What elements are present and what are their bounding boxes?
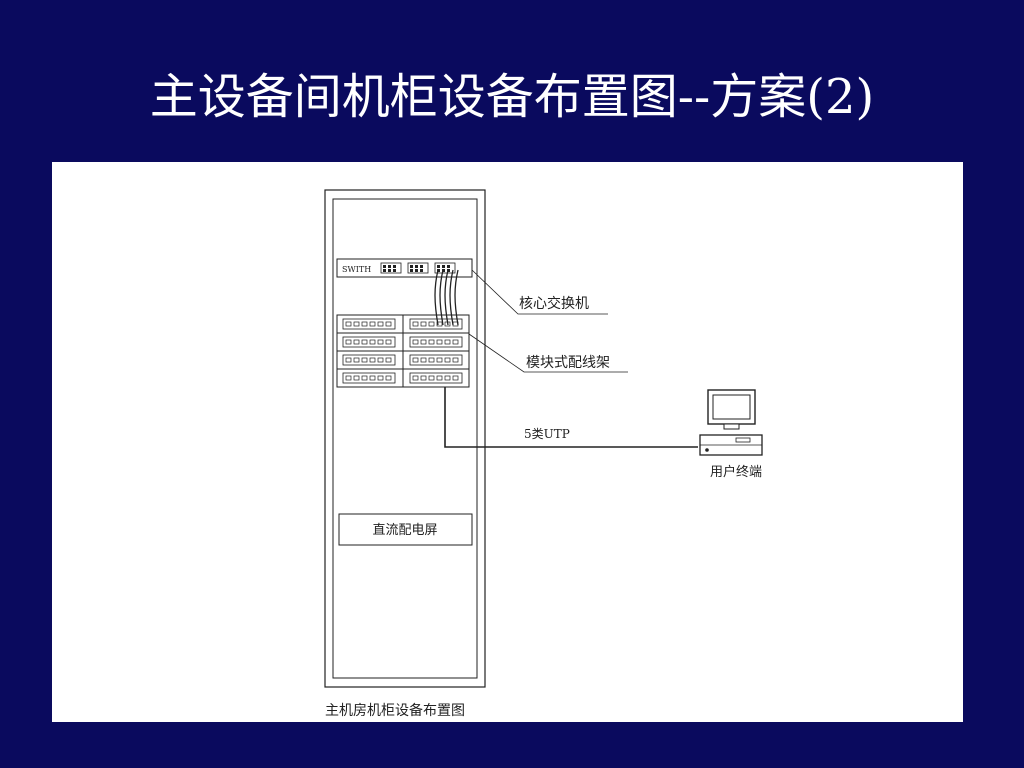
patch-port xyxy=(385,357,392,363)
patch-port xyxy=(369,321,376,327)
patch-port xyxy=(428,321,435,327)
patch-port-block xyxy=(342,372,396,384)
patch-cables xyxy=(434,269,459,326)
patch-port xyxy=(385,339,392,345)
patch-port xyxy=(345,339,352,345)
patch-port xyxy=(385,375,392,381)
patch-port xyxy=(436,357,443,363)
patch-port xyxy=(377,339,384,345)
patch-port xyxy=(420,375,427,381)
patch-port xyxy=(436,375,443,381)
patch-port xyxy=(444,339,451,345)
patch-panel-leader xyxy=(468,333,628,373)
patch-port xyxy=(444,375,451,381)
patch-port xyxy=(420,321,427,327)
diagram-caption: 主机房机柜设备布置图 xyxy=(325,702,465,719)
patch-port xyxy=(412,321,419,327)
patch-port xyxy=(361,375,368,381)
patch-port-block xyxy=(409,318,463,330)
patch-port xyxy=(420,357,427,363)
patch-port xyxy=(420,339,427,345)
switch-label: SWITH xyxy=(342,265,371,274)
patch-port xyxy=(361,321,368,327)
rack-layout-diagram: SWITH xyxy=(324,189,763,719)
patch-port xyxy=(377,375,384,381)
computer-icon xyxy=(699,389,763,456)
patch-port xyxy=(353,357,360,363)
user-terminal-label: 用户终端 xyxy=(710,464,762,480)
switch-port-group-1 xyxy=(380,262,402,274)
patch-port xyxy=(361,357,368,363)
patch-port xyxy=(345,375,352,381)
patch-port xyxy=(345,357,352,363)
slide-title: 主设备间机柜设备布置图--方案(2) xyxy=(149,69,875,125)
patch-port-block xyxy=(409,354,463,366)
patch-port xyxy=(361,339,368,345)
patch-port xyxy=(353,321,360,327)
patch-port xyxy=(412,339,419,345)
patch-port xyxy=(452,375,459,381)
patch-port xyxy=(353,339,360,345)
core-switch-label: 核心交换机 xyxy=(519,295,589,312)
patch-port xyxy=(369,375,376,381)
patch-port-block xyxy=(342,354,396,366)
patch-port xyxy=(428,339,435,345)
patch-port xyxy=(436,339,443,345)
patch-port xyxy=(369,339,376,345)
cabinet-outer-frame xyxy=(324,189,486,688)
patch-port xyxy=(385,321,392,327)
patch-panel-stack xyxy=(336,314,470,388)
patch-port xyxy=(428,375,435,381)
patch-port xyxy=(377,357,384,363)
core-switch-leader xyxy=(471,269,608,315)
patch-port-block xyxy=(409,372,463,384)
patch-port xyxy=(436,321,443,327)
patch-port xyxy=(377,321,384,327)
patch-port xyxy=(444,357,451,363)
utp-cable-line xyxy=(444,387,698,448)
patch-port xyxy=(369,357,376,363)
dc-power-label: 直流配电屏 xyxy=(372,523,437,538)
patch-panel-label: 模块式配线架 xyxy=(526,355,610,371)
cabinet-inner-frame xyxy=(332,198,478,679)
patch-port xyxy=(353,375,360,381)
patch-port xyxy=(428,357,435,363)
utp-cable-label: 5类UTP xyxy=(524,427,570,441)
diagram-panel: SWITH xyxy=(52,162,963,722)
patch-port-block xyxy=(409,336,463,348)
patch-port-block xyxy=(342,336,396,348)
patch-port xyxy=(452,357,459,363)
patch-port xyxy=(452,339,459,345)
patch-port xyxy=(345,321,352,327)
patch-port-block xyxy=(342,318,396,330)
switch-port-group-2 xyxy=(407,262,429,274)
patch-port xyxy=(412,375,419,381)
dc-power-panel xyxy=(338,513,473,546)
patch-port xyxy=(412,357,419,363)
switch-unit xyxy=(336,258,473,278)
